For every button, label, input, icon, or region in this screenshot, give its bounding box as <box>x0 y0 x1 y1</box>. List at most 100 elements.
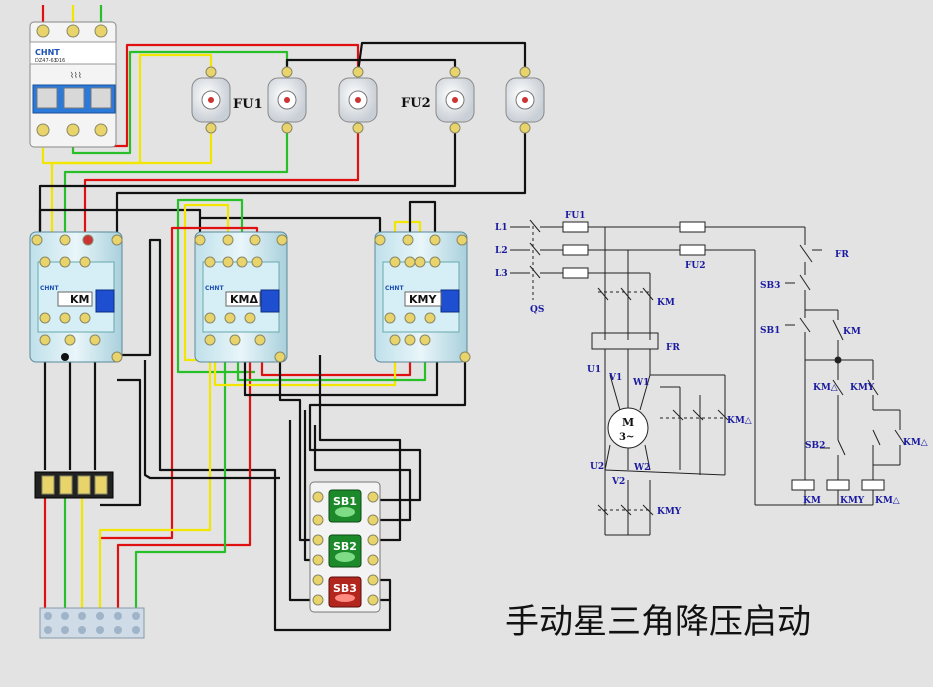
sb1-label: SB1 <box>333 495 357 508</box>
contactor-kmdelta: CHNT KMΔ <box>194 231 288 363</box>
schematic-labels: L1 L2 L3 QS FU1 FU2 KM FR U1 V1 W1 U2 V2… <box>495 211 928 517</box>
sb1-button[interactable]: SB1 <box>328 489 362 523</box>
label-km-delta-ctrl: KM△ <box>813 383 838 393</box>
fuse <box>505 66 545 134</box>
wire-br-yellow <box>41 53 213 165</box>
wire-kmd-yellow <box>183 203 230 362</box>
kmy-label: KMY <box>409 293 437 306</box>
circuit-breaker: CHNT DZ47-63 D16 ⌇⌇⌇ <box>29 21 117 148</box>
fuse <box>191 66 231 134</box>
fuses: FU1 FU2 <box>191 66 545 134</box>
wire-fu2b-black <box>115 128 527 235</box>
sb3-label: SB3 <box>333 582 357 595</box>
wire-kmd-term-red <box>116 355 252 612</box>
wire-ctrl-7 <box>313 425 412 522</box>
wire-kmd-kmy-green <box>236 355 427 382</box>
label-w1: W1 <box>632 378 649 388</box>
breaker-toggle-3[interactable] <box>90 87 112 109</box>
label-l1: L1 <box>495 223 508 233</box>
wire-fu-top-black2 <box>356 41 527 73</box>
label-sb1: SB1 <box>760 326 780 336</box>
label-km-delta-ctrl2: KM△ <box>903 438 928 448</box>
label-km-delta: KM△ <box>727 416 752 426</box>
label-fu1: FU1 <box>565 211 586 221</box>
kmy-brand: CHNT <box>385 285 404 292</box>
wire-ctrl-6 <box>375 578 392 602</box>
sb2-label: SB2 <box>333 540 357 553</box>
wire-fu1b-green <box>63 128 289 235</box>
label-coil-km: KM <box>803 496 821 506</box>
wire-br-green <box>71 50 289 155</box>
label-qs: QS <box>530 305 544 315</box>
wire-fu1a-yellow <box>50 128 213 235</box>
wire-kmy-black-bot <box>243 355 439 397</box>
motor-terminal-block <box>39 607 145 639</box>
wire-kmd-kmy-yellow <box>213 355 397 387</box>
label-u1: U1 <box>587 365 601 375</box>
contactor-kmy: CHNT KMY <box>374 231 471 363</box>
wire-ctrl-2 <box>308 355 467 502</box>
breaker-terminal-icon <box>94 123 108 137</box>
label-l3: L3 <box>495 269 508 279</box>
kmdelta-brand: CHNT <box>205 285 224 292</box>
sb2-button[interactable]: SB2 <box>328 534 362 568</box>
page-title: 手动星三角降压启动 <box>505 602 811 642</box>
breaker-toggle-2[interactable] <box>63 87 85 109</box>
label-fr-ctrl: FR <box>835 250 849 260</box>
breaker-terminal-icon <box>94 24 108 38</box>
fuse <box>435 66 475 134</box>
label-km-hold: KM <box>843 327 861 337</box>
label-u2: U2 <box>590 462 604 472</box>
breaker-model: DZ47-63 <box>35 58 57 64</box>
wire-ctrl-8 <box>100 378 142 507</box>
label-motor-m: M <box>622 416 634 429</box>
thermal-overload-relay <box>34 471 114 499</box>
breaker-toggle-1[interactable] <box>36 87 58 109</box>
label-kmy: KMY <box>657 507 682 517</box>
fu2-label: FU2 <box>401 96 431 111</box>
breaker-terminal-icon <box>36 123 50 137</box>
label-kmy-ctrl: KMY <box>850 383 875 393</box>
sb3-button[interactable]: SB3 <box>328 576 362 608</box>
wire-fu1c-red <box>83 128 360 235</box>
fu1-label: FU1 <box>233 97 263 112</box>
label-motor-phase: 3~ <box>619 432 634 443</box>
label-fu2: FU2 <box>685 261 706 271</box>
schematic <box>510 219 906 536</box>
label-fr-main: FR <box>666 343 680 353</box>
label-sb2: SB2 <box>805 441 825 451</box>
wire-kmd-kmy-black <box>200 216 382 235</box>
breaker-brand: CHNT <box>35 48 60 57</box>
breaker-terminal-icon <box>66 123 80 137</box>
wire-ctrl-5 <box>288 420 318 602</box>
label-coil-kmy: KMY <box>840 496 865 506</box>
wire-kmd-term-yellow <box>98 360 212 612</box>
label-sb3: SB3 <box>760 281 780 291</box>
label-v1: V1 <box>608 373 622 383</box>
fuse <box>338 66 378 134</box>
label-v2: V2 <box>611 477 625 487</box>
km-label: KM <box>70 293 89 306</box>
breaker-symbol: ⌇⌇⌇ <box>70 71 82 80</box>
label-coil-kmdelta: KM△ <box>875 496 900 506</box>
wire-kmd-term-green <box>134 355 227 612</box>
breaker-terminal-icon <box>36 24 50 38</box>
kmdelta-label: KMΔ <box>230 293 258 306</box>
breaker-rating: D16 <box>55 58 65 64</box>
push-button-station: SB1 SB2 SB3 <box>309 481 381 613</box>
wire-fu-top-black <box>285 58 457 72</box>
contactor-km: CHNT KM <box>29 231 123 363</box>
fuse <box>267 66 307 134</box>
wire-ctrl-4 <box>318 355 402 542</box>
wire-ctrl-1 <box>278 355 318 542</box>
wire-km-kmd-black <box>38 208 202 235</box>
wire-kmd-green <box>176 198 255 374</box>
label-w2: W2 <box>633 463 650 473</box>
label-km-main: KM <box>657 298 675 308</box>
breaker-terminal-icon <box>66 24 80 38</box>
wire-km-side-black <box>117 238 392 632</box>
wire-ctrl-9 <box>143 360 280 480</box>
wire-kmd-kmy-red <box>260 355 412 377</box>
